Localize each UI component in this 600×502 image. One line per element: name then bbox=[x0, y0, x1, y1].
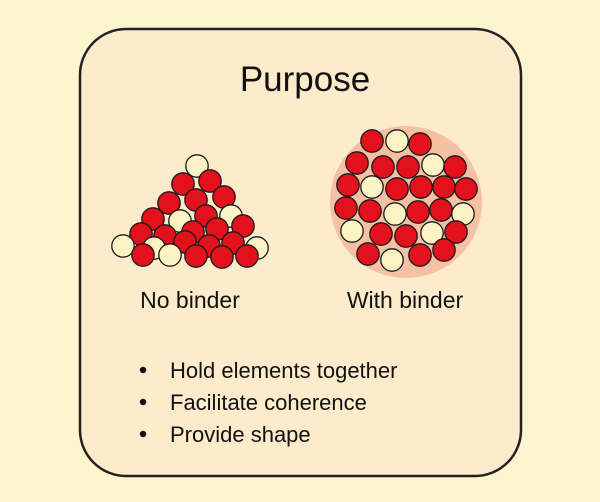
cluster-cream-particle bbox=[340, 219, 364, 243]
cluster-red-particle bbox=[408, 132, 432, 156]
with-binder-label: With binder bbox=[347, 287, 464, 313]
with-binder-particle-cluster bbox=[334, 129, 478, 272]
cluster-red-particle bbox=[443, 155, 467, 179]
cluster-cream-particle bbox=[385, 129, 409, 153]
cluster-red-particle bbox=[358, 199, 382, 223]
cluster-cream-particle bbox=[383, 202, 407, 226]
cluster-red-particle bbox=[334, 196, 358, 220]
bullet-dot bbox=[139, 430, 147, 438]
no-binder-label: No binder bbox=[140, 287, 240, 313]
pile-cream-particle bbox=[185, 154, 209, 178]
pile-red-particle bbox=[184, 244, 208, 268]
cluster-red-particle bbox=[406, 200, 430, 224]
pile-red-particle bbox=[171, 172, 195, 196]
cluster-red-particle bbox=[356, 242, 380, 266]
cluster-red-particle bbox=[432, 238, 456, 262]
cluster-red-particle bbox=[345, 151, 369, 175]
cluster-red-particle bbox=[396, 155, 420, 179]
cluster-red-particle bbox=[429, 198, 453, 222]
cluster-cream-particle bbox=[360, 175, 384, 199]
pile-cream-particle bbox=[111, 234, 135, 258]
card-title: Purpose bbox=[240, 60, 370, 99]
cluster-red-particle bbox=[360, 129, 384, 153]
cluster-red-particle bbox=[385, 177, 409, 201]
cluster-cream-particle bbox=[380, 248, 404, 272]
pile-red-particle bbox=[157, 191, 181, 215]
cluster-red-particle bbox=[454, 177, 478, 201]
pile-red-particle bbox=[131, 243, 155, 267]
pile-cream-particle bbox=[158, 243, 182, 267]
bullet-item-2: Facilitate coherence bbox=[170, 390, 367, 415]
cluster-red-particle bbox=[409, 175, 433, 199]
bullet-dot bbox=[139, 366, 147, 374]
no-binder-particle-pile bbox=[111, 154, 269, 269]
cluster-red-particle bbox=[336, 173, 360, 197]
cluster-red-particle bbox=[408, 243, 432, 267]
pile-red-particle bbox=[235, 244, 259, 268]
cluster-red-particle bbox=[394, 224, 418, 248]
pile-red-particle bbox=[198, 169, 222, 193]
bullet-item-1: Hold elements together bbox=[170, 358, 397, 383]
bullet-item-3: Provide shape bbox=[170, 422, 311, 447]
cluster-red-particle bbox=[371, 155, 395, 179]
cluster-cream-particle bbox=[420, 221, 444, 245]
cluster-red-particle bbox=[432, 175, 456, 199]
bullet-dot bbox=[139, 398, 147, 406]
cluster-red-particle bbox=[369, 222, 393, 246]
cluster-red-particle bbox=[444, 220, 468, 244]
cluster-cream-particle bbox=[421, 153, 445, 177]
pile-red-particle bbox=[210, 245, 234, 269]
